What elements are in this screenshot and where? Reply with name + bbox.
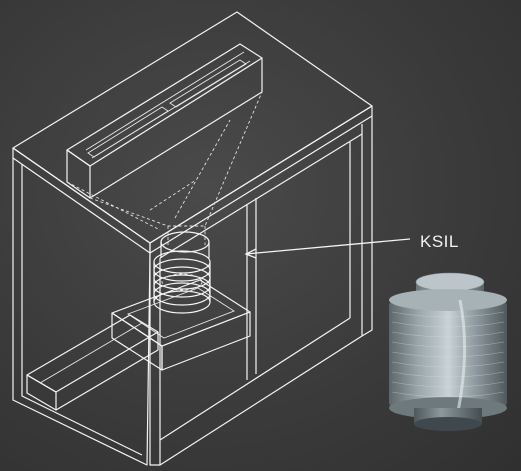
silencer-coil <box>153 231 211 314</box>
inlet-hood <box>66 43 263 245</box>
ksil-label: KSIL <box>420 232 459 251</box>
cabinet-frame <box>12 11 373 466</box>
outlet-duct <box>26 314 159 411</box>
callout-arrowhead <box>244 248 257 259</box>
callout-leader-line <box>245 238 411 255</box>
fan-base <box>111 279 251 371</box>
ksil-silencer-photo <box>389 272 507 431</box>
